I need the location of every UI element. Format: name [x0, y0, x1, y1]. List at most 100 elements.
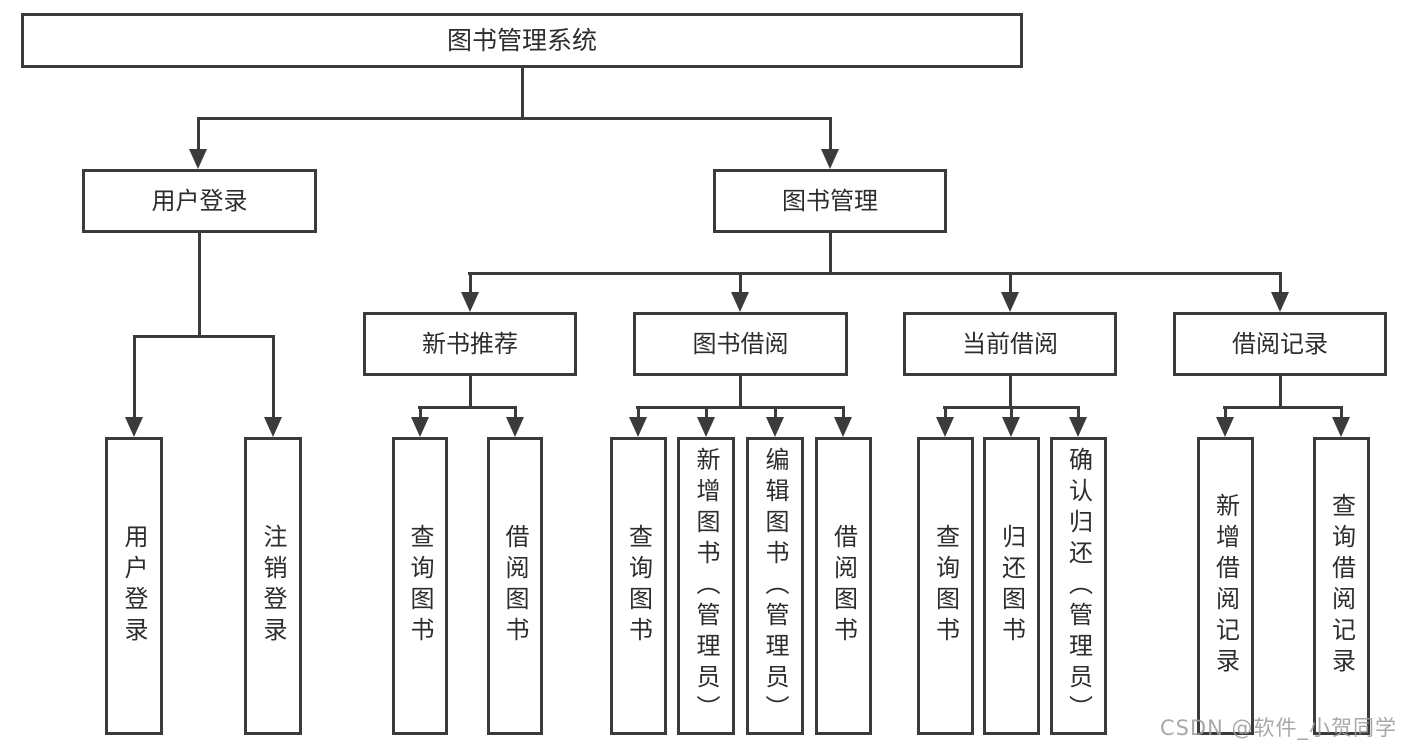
node-query-book-current: 查询图书	[917, 437, 974, 735]
node-label-borrow-book-recommend: 借阅图书	[501, 524, 529, 648]
arrow-shaft	[468, 273, 472, 292]
arrow-head	[821, 149, 839, 169]
arrow-shaft	[1009, 407, 1013, 417]
node-confirm-return-admin: 确认归还（管理员）	[1050, 437, 1107, 735]
arrow-head	[506, 417, 524, 437]
arrow-head	[125, 417, 143, 437]
node-add-borrow-record: 新增借阅记录	[1197, 437, 1254, 735]
arrow-down-icon	[1332, 407, 1350, 437]
arrow-down-icon	[821, 118, 839, 169]
arrow-shaft	[841, 407, 845, 417]
node-label-root: 图书管理系统	[446, 25, 597, 55]
node-label-query-book-recommend: 查询图书	[406, 524, 434, 648]
arrow-shaft	[1223, 407, 1227, 417]
arrow-down-icon	[189, 118, 207, 169]
node-label-current-borrow: 当前借阅	[962, 329, 1058, 358]
arrow-head	[1332, 417, 1350, 437]
node-borrow-records: 借阅记录	[1173, 312, 1387, 376]
node-label-edit-book-admin: 编辑图书（管理员）	[761, 446, 789, 726]
node-label-query-book-current: 查询图书	[931, 524, 960, 648]
connector-trunk-line	[828, 233, 832, 275]
connector-split-line	[133, 334, 275, 338]
arrow-down-icon	[1069, 407, 1087, 437]
node-book-management: 图书管理	[713, 169, 947, 233]
node-label-query-book-borrow: 查询图书	[624, 524, 653, 648]
node-query-borrow-record: 查询借阅记录	[1313, 437, 1370, 735]
node-user-login-module: 用户登录	[82, 169, 317, 233]
connector-trunk-line	[1278, 376, 1282, 409]
arrow-down-icon	[264, 336, 282, 437]
arrow-shaft	[704, 407, 708, 417]
arrow-head	[1002, 417, 1020, 437]
node-label-user-login-module: 用户登录	[151, 186, 248, 215]
arrow-down-icon	[1216, 407, 1234, 437]
arrow-shaft	[773, 407, 777, 417]
node-user-login: 用户登录	[105, 437, 163, 735]
csdn-watermark: CSDN @软件_小贺同学	[1160, 716, 1398, 740]
connector-split-line	[1223, 405, 1343, 409]
arrow-down-icon	[629, 407, 647, 437]
arrow-shaft	[828, 118, 832, 149]
connector-split-line	[418, 405, 517, 409]
node-book-borrow: 图书借阅	[633, 312, 848, 376]
node-edit-book-admin: 编辑图书（管理员）	[746, 437, 804, 735]
arrow-shaft	[132, 336, 136, 417]
connector-trunk-line	[468, 376, 472, 409]
node-new-book-recommend: 新书推荐	[363, 312, 577, 376]
arrow-down-icon	[936, 407, 954, 437]
node-label-return-book: 归还图书	[997, 524, 1026, 648]
node-add-book-admin: 新增图书（管理员）	[677, 437, 735, 735]
arrow-head	[731, 292, 749, 312]
connector-split-line	[636, 405, 845, 409]
arrow-down-icon	[1271, 273, 1289, 312]
arrow-down-icon	[731, 273, 749, 312]
arrow-shaft	[1008, 273, 1012, 292]
node-label-query-borrow-record: 查询借阅记录	[1327, 493, 1356, 679]
node-root: 图书管理系统	[21, 13, 1023, 68]
connector-split-line	[468, 271, 1282, 275]
arrow-shaft	[196, 118, 200, 149]
arrow-down-icon	[1001, 273, 1019, 312]
node-label-new-book-recommend: 新书推荐	[422, 329, 518, 358]
arrow-down-icon	[697, 407, 715, 437]
node-label-book-management: 图书管理	[782, 186, 878, 215]
arrow-head	[461, 292, 479, 312]
node-label-confirm-return-admin: 确认归还（管理员）	[1064, 446, 1093, 726]
arrow-shaft	[271, 336, 275, 417]
arrow-shaft	[1339, 407, 1343, 417]
arrow-shaft	[738, 273, 742, 292]
connector-split-line	[197, 116, 832, 120]
arrow-head	[1069, 417, 1087, 437]
arrow-head	[1271, 292, 1289, 312]
arrow-head	[189, 149, 207, 169]
arrow-shaft	[418, 407, 422, 417]
arrow-shaft	[1278, 273, 1282, 292]
arrow-head	[1216, 417, 1234, 437]
arrow-head	[834, 417, 852, 437]
arrow-head	[766, 417, 784, 437]
node-label-user-login: 用户登录	[120, 524, 148, 648]
arrow-down-icon	[506, 407, 524, 437]
node-borrow-book-recommend: 借阅图书	[487, 437, 543, 735]
connector-trunk-line	[520, 68, 524, 120]
node-label-borrow-records: 借阅记录	[1232, 329, 1328, 358]
node-return-book: 归还图书	[983, 437, 1040, 735]
arrow-down-icon	[766, 407, 784, 437]
arrow-head	[629, 417, 647, 437]
node-label-borrow-book: 借阅图书	[829, 524, 858, 648]
node-logout: 注销登录	[244, 437, 302, 735]
arrow-down-icon	[411, 407, 429, 437]
arrow-head	[264, 417, 282, 437]
node-label-add-borrow-record: 新增借阅记录	[1211, 493, 1240, 679]
connector-trunk-line	[1008, 376, 1012, 409]
arrow-down-icon	[125, 336, 143, 437]
node-label-book-borrow: 图书借阅	[692, 329, 789, 358]
arrow-shaft	[943, 407, 947, 417]
node-label-add-book-admin: 新增图书（管理员）	[692, 446, 720, 726]
arrow-down-icon	[1002, 407, 1020, 437]
arrow-down-icon	[834, 407, 852, 437]
arrow-shaft	[1076, 407, 1080, 417]
arrow-head	[1001, 292, 1019, 312]
arrow-down-icon	[461, 273, 479, 312]
